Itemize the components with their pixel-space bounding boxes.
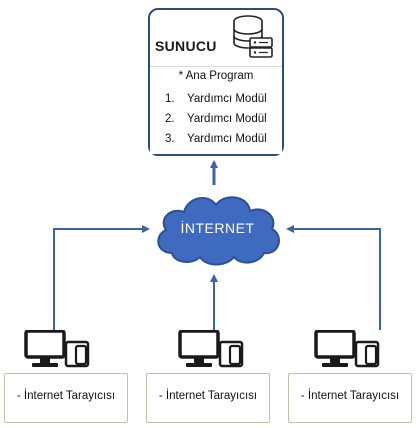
- client-box: [146, 373, 270, 423]
- module-label: Yardımcı Modül: [187, 113, 267, 125]
- module-number: 1.: [165, 93, 175, 105]
- internet-label: İNTERNET: [180, 220, 255, 236]
- main-program-label: * Ana Program: [178, 70, 254, 82]
- computer-phone-icon: [24, 330, 90, 368]
- client-label: - İnternet Tarayıcısı: [300, 390, 400, 402]
- server-title: SUNUCU: [155, 38, 217, 54]
- client-label: - İnternet Tarayıcısı: [16, 390, 116, 402]
- module-panel: [150, 66, 282, 154]
- arrow-right-client: [286, 225, 381, 330]
- module-label: Yardımcı Modül: [187, 93, 267, 105]
- client-label: - İnternet Tarayıcısı: [158, 390, 258, 402]
- module-label: Yardımcı Modül: [187, 133, 267, 145]
- internet-cloud-icon: [157, 196, 280, 266]
- arrow-left-client: [53, 225, 150, 330]
- client-box: [288, 373, 412, 423]
- module-item: 1. Yardımcı Modül: [165, 93, 267, 105]
- database-icon: [233, 15, 273, 58]
- computer-phone-icon: [178, 330, 244, 368]
- computer-phone-icon: [314, 330, 380, 368]
- module-item: 3. Yardımcı Modül: [165, 133, 267, 145]
- module-number: 3.: [165, 133, 175, 145]
- module-item: 2. Yardımcı Modül: [165, 113, 267, 125]
- module-number: 2.: [165, 113, 175, 125]
- client-box: [4, 373, 128, 423]
